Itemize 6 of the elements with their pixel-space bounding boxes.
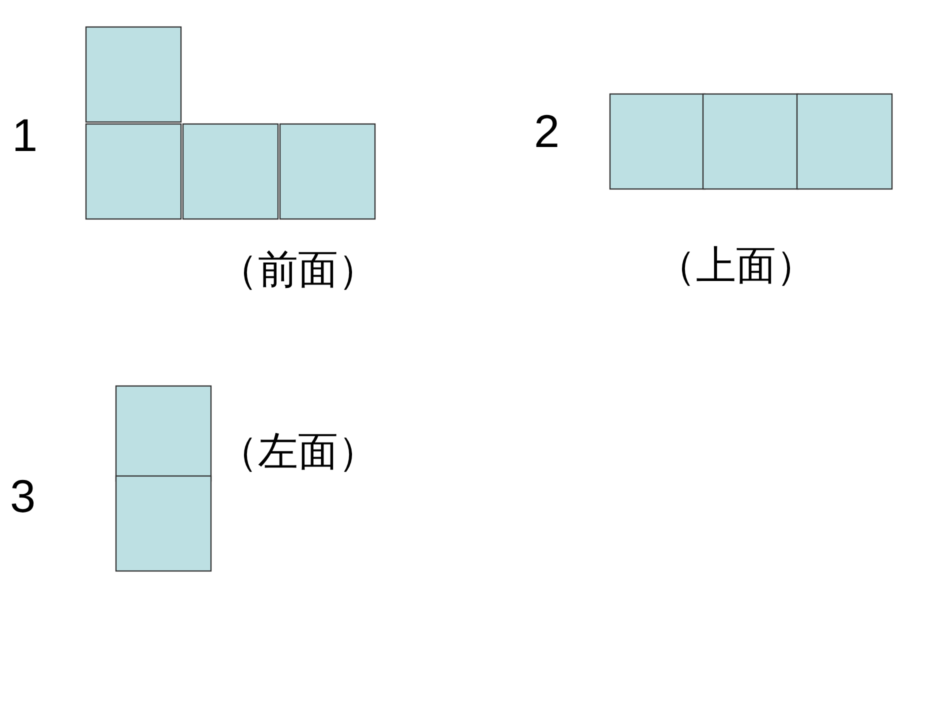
figure-number: 3: [10, 473, 36, 519]
view-caption: （前面）: [218, 250, 378, 290]
view-caption: （上面）: [656, 246, 816, 286]
figure-number: 1: [12, 112, 38, 158]
figure-number: 2: [534, 108, 560, 154]
view-caption: （左面）: [218, 432, 378, 472]
